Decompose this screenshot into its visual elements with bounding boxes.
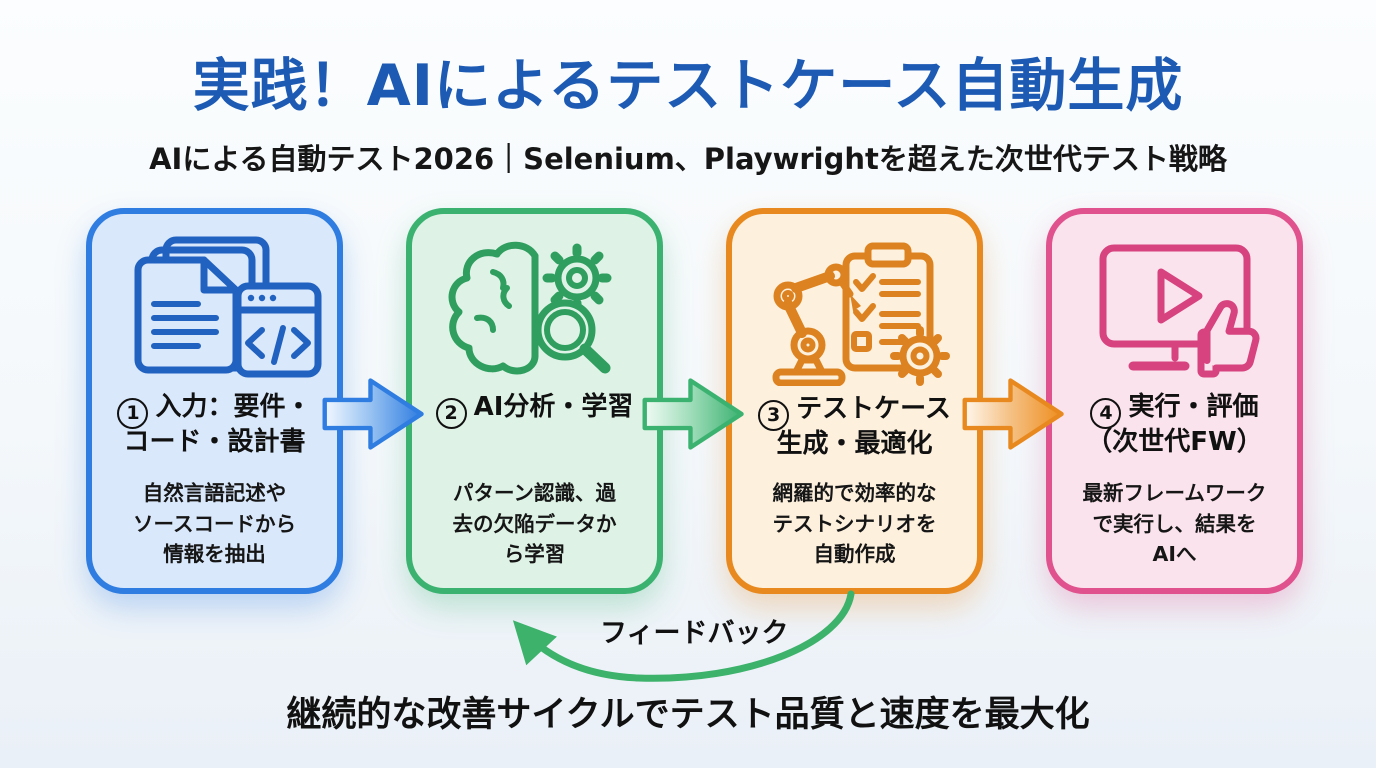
step-description-execution: 最新フレームワーク で実行し、結果を AIへ [1082,480,1267,567]
step-description-analysis: パターン認識、過 去の欠陥データか ら学習 [452,480,617,567]
step-number-badge: 4 [1090,398,1122,430]
step-description-generation: 網羅的で効率的な テストシナリオを 自動作成 [772,480,937,567]
robot-checklist-icon [750,234,960,386]
documents-code-icon [108,234,322,384]
page-subtitle: AIによる自動テスト2026｜Selenium、Playwrightを超えた次世… [149,142,1227,176]
feedback-arrow-icon [512,590,855,682]
footer-summary: 継続的な改善サイクルでテスト品質と速度を最大化 [286,695,1090,735]
flow-arrow-2-icon [642,378,744,450]
flow-arrow-3-icon [962,378,1064,450]
step-title-text: AI分析・学習 [473,392,634,422]
step-description-input: 自然言語記述や ソースコードから 情報を抽出 [133,480,296,567]
brain-analysis-icon [435,234,635,384]
step-title-text: 実行・評価 （次世代FW） [1086,392,1263,458]
page-title: 実践！AIによるテストケース自動生成 [192,53,1184,119]
step-number-badge: 1 [117,398,149,430]
step-number-badge: 3 [758,400,790,432]
flow-arrow-1-icon [322,378,424,450]
monitor-play-thumbs-icon [1075,234,1275,384]
feedback-label: フィードバック [600,618,789,649]
step-title-text: 入力：要件・ コード・設計書 [123,392,312,458]
step-number-badge: 2 [435,398,467,430]
step-title-text: テストケース 生成・最適化 [776,394,951,460]
